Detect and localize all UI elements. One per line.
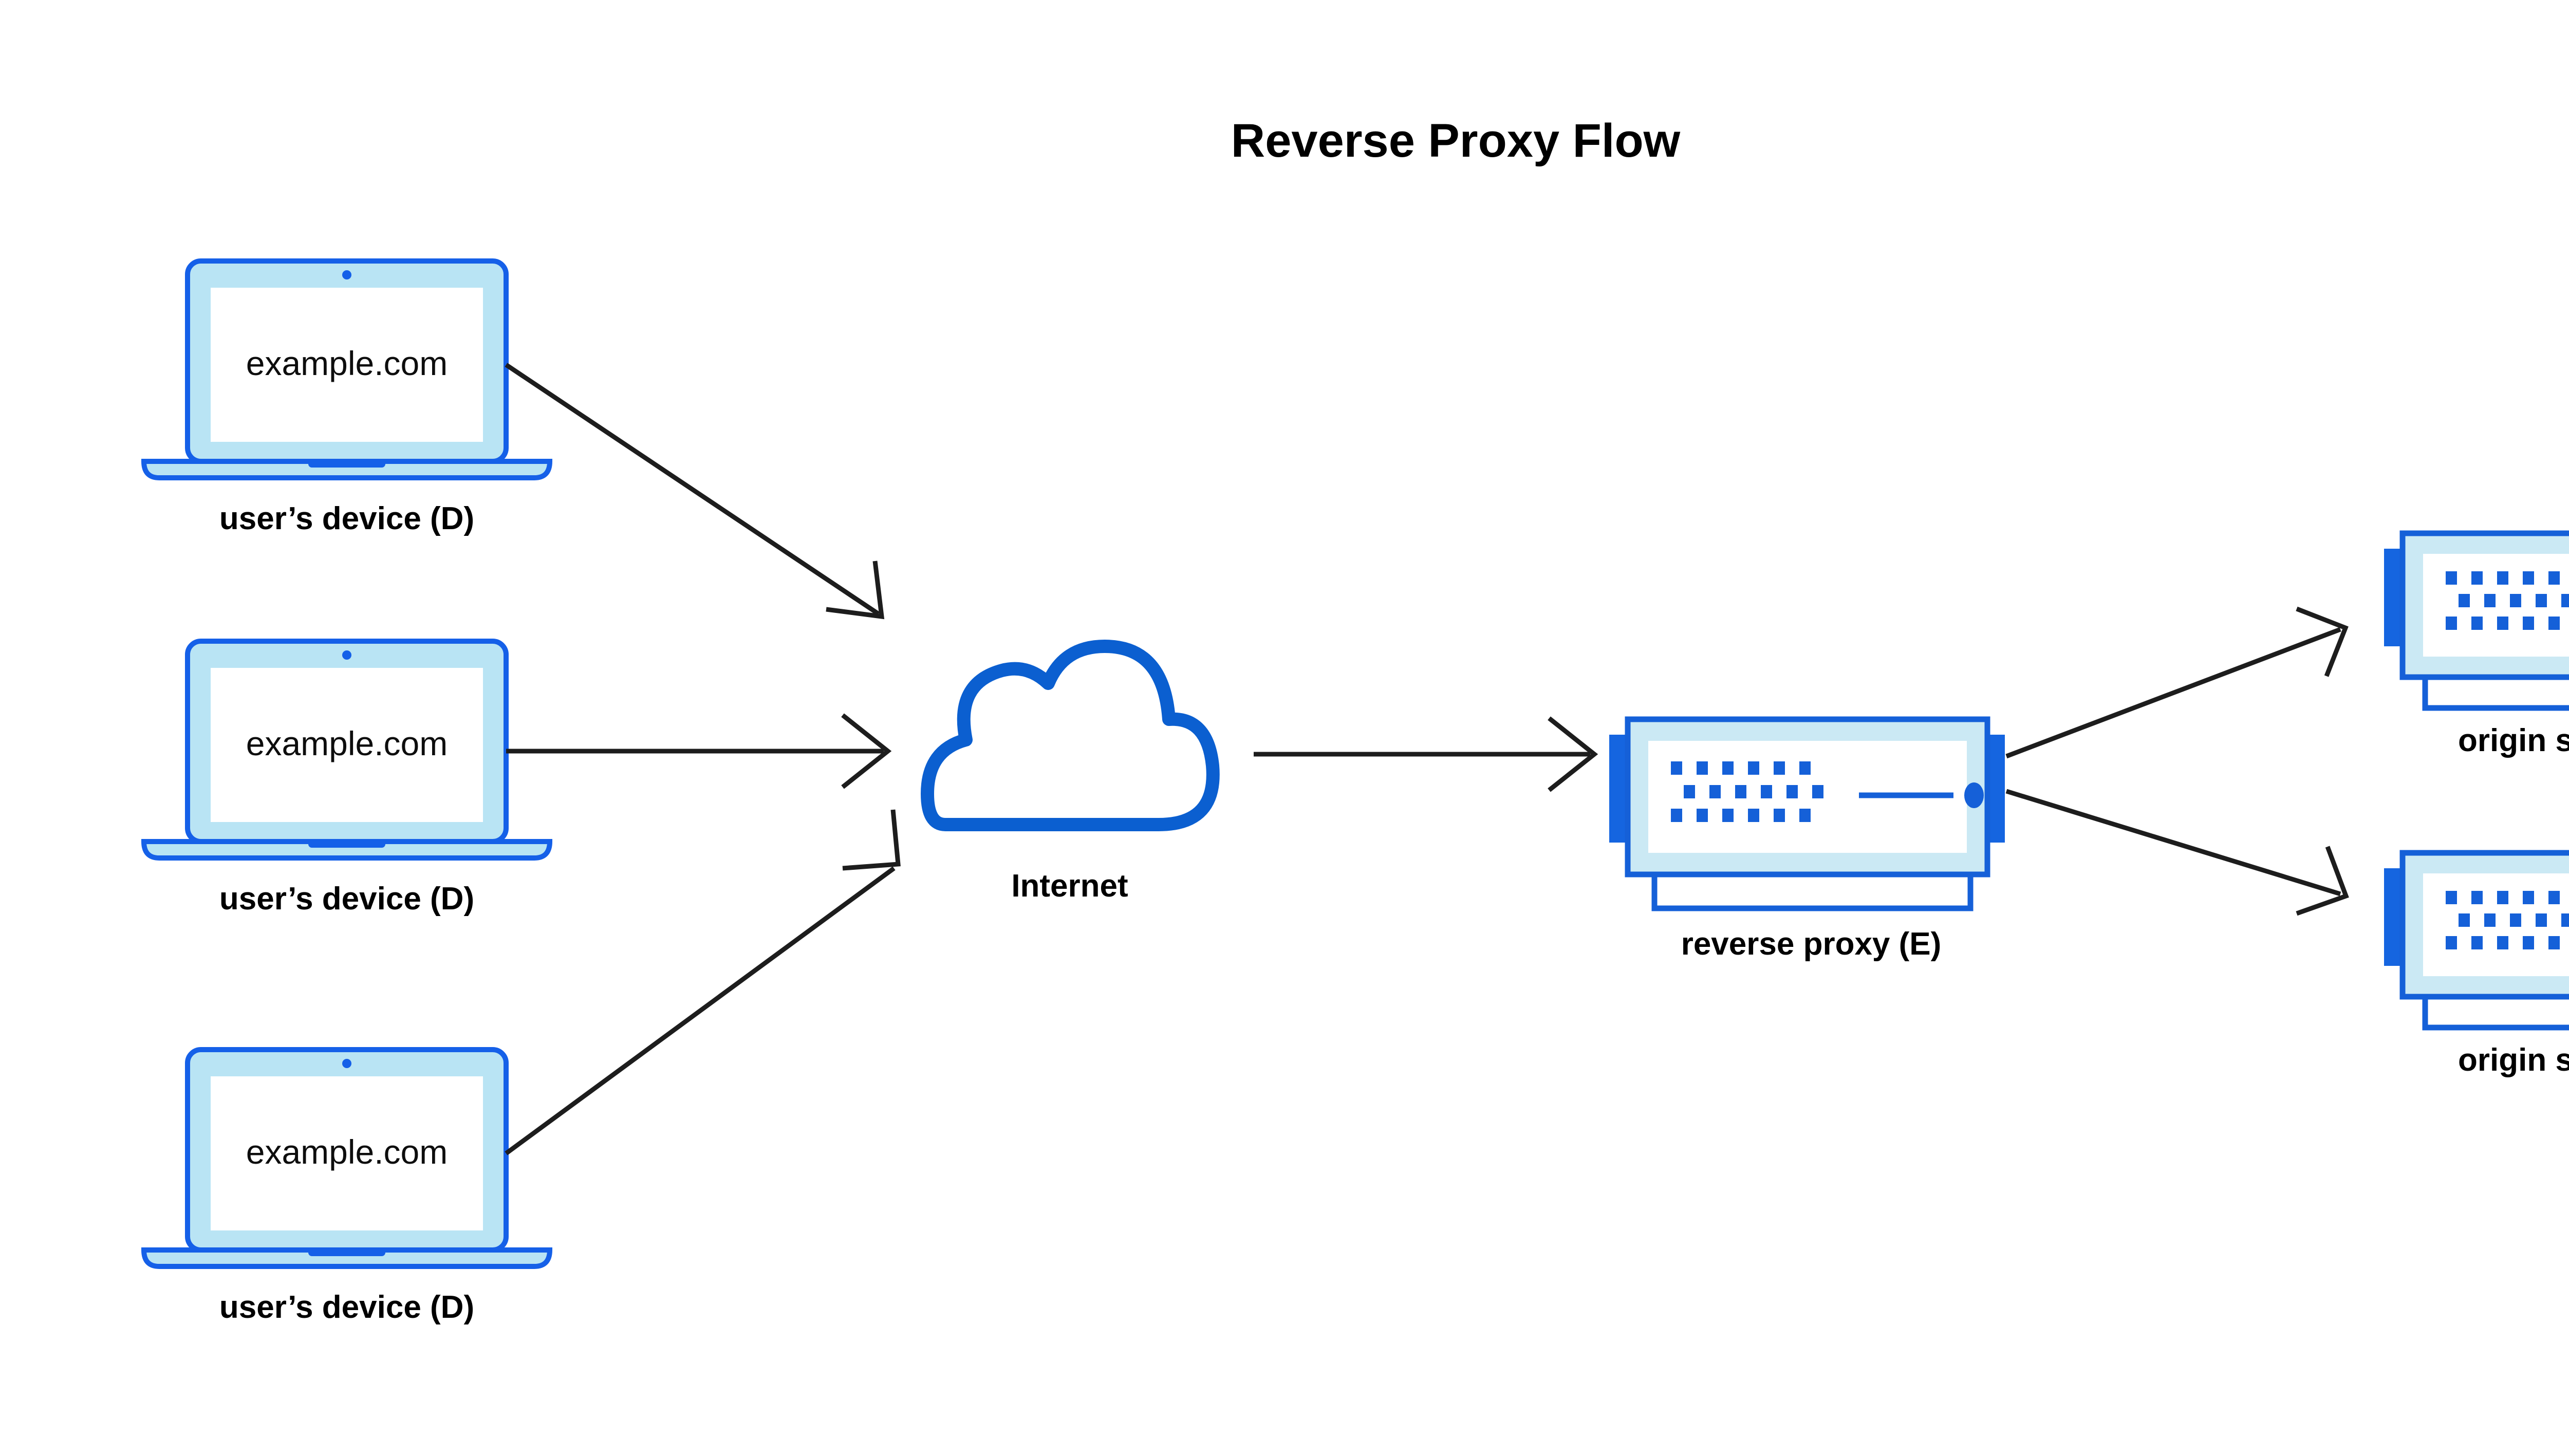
laptop-screen	[211, 288, 483, 442]
server-port-grid	[2446, 891, 2569, 949]
flow-proxy-to-origin2	[2005, 789, 2349, 916]
cloud-icon	[921, 640, 1220, 831]
client-node-1[interactable]: example.com user’s device (D)	[141, 258, 553, 536]
flow-client2-to-internet	[506, 713, 892, 789]
laptop-screen-text: example.com	[246, 344, 448, 382]
origin-server-node-2[interactable]: origin server (F)	[2384, 850, 2569, 1078]
flow-proxy-to-origin1	[2005, 606, 2349, 759]
laptop-screen	[211, 668, 483, 822]
server-faceplate	[2423, 873, 2569, 976]
origin-server-label-1: origin server (F)	[2458, 723, 2569, 758]
laptop-screen	[211, 1076, 483, 1230]
server-shelf	[2422, 994, 2569, 1031]
origin-server-label-2: origin server (F)	[2458, 1042, 2569, 1078]
webcam-icon	[342, 1059, 351, 1068]
client-node-3[interactable]: example.com user’s device (D)	[141, 1047, 553, 1325]
laptop-base	[141, 459, 553, 480]
client-label-3: user’s device (D)	[219, 1290, 474, 1325]
webcam-icon	[342, 270, 351, 279]
server-shelf	[1651, 871, 1974, 911]
internet-label: Internet	[1011, 868, 1128, 904]
reverse-proxy-node[interactable]: reverse proxy (E)	[1609, 716, 2005, 962]
webcam-icon	[342, 650, 351, 660]
laptop-base	[141, 1247, 553, 1269]
client-label-1: user’s device (D)	[219, 501, 474, 536]
laptop-screen-text: example.com	[246, 724, 448, 762]
page-title: Reverse Proxy Flow	[1231, 115, 1681, 167]
internet-node[interactable]: Internet	[921, 640, 1220, 904]
server-shelf	[2422, 674, 2569, 711]
laptop-screen-text: example.com	[246, 1133, 448, 1171]
laptop-trackpad-notch	[308, 459, 385, 468]
flow-client3-to-internet	[505, 809, 901, 1155]
flow-internet-to-proxy	[1254, 716, 1598, 792]
origin-server-node-1[interactable]: origin server (F)	[2384, 530, 2569, 758]
server-port-grid	[1671, 761, 1823, 822]
server-port-grid	[2446, 571, 2569, 630]
server-faceplate	[2423, 554, 2569, 657]
client-label-2: user’s device (D)	[219, 881, 474, 917]
server-status-led	[1964, 782, 1984, 808]
flow-client1-to-internet	[505, 363, 885, 620]
laptop-base	[141, 839, 553, 861]
client-node-2[interactable]: example.com user’s device (D)	[141, 639, 553, 917]
laptop-trackpad-notch	[308, 1248, 385, 1256]
laptop-trackpad-notch	[308, 839, 385, 848]
reverse-proxy-label: reverse proxy (E)	[1681, 926, 1942, 962]
